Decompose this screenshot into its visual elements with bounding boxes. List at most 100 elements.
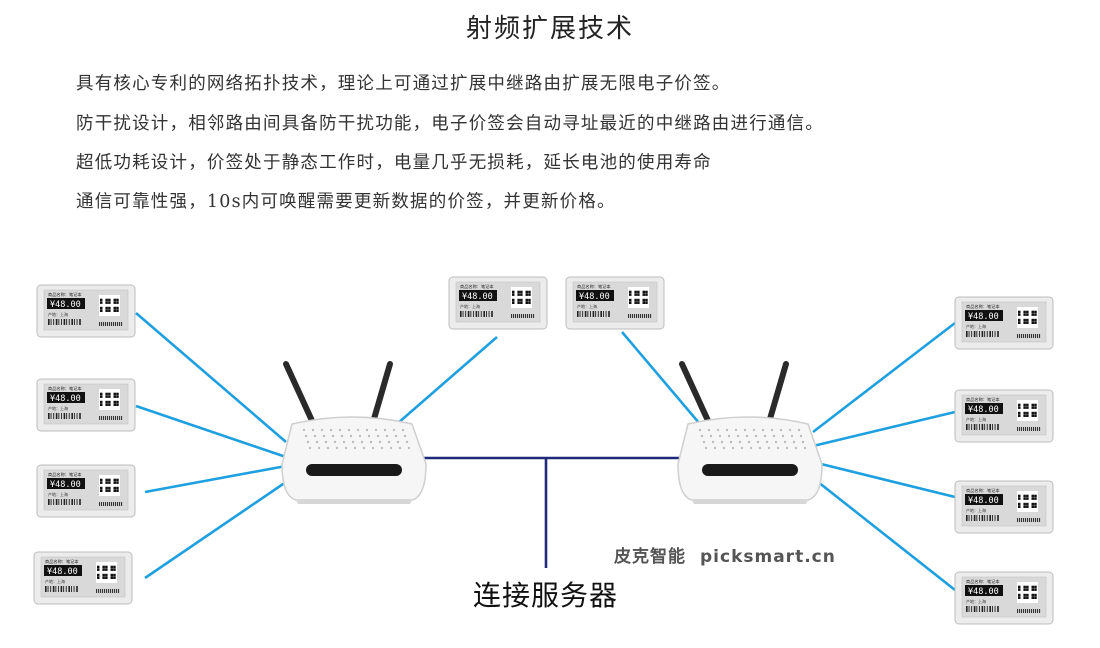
vent-hole [389,446,393,450]
barcode-bar [592,311,595,317]
barcode-bar [579,311,581,317]
barcode-bar [1027,609,1029,613]
vent-hole [754,434,758,438]
qr-code [1017,400,1038,421]
barcode-bar [53,499,55,505]
barcode-bar [66,499,68,505]
qr-module [105,306,108,310]
qr-module [642,298,645,302]
qr-module [1023,588,1026,591]
brand-en: picksmart.cn [700,547,836,567]
barcode-bar [976,424,978,430]
barcode-bar [103,502,105,506]
qr-module [1034,593,1037,597]
qr-code [511,287,532,308]
barcode-bar [71,586,72,592]
barcode-bar [1019,427,1021,431]
qr-module [1031,596,1034,599]
barcode-bar [644,314,646,318]
barcode-bar [515,314,517,318]
barcode-bar [55,499,58,505]
qr-module [1018,502,1021,506]
qr-module [1023,406,1026,409]
barcode-bar [113,502,115,506]
barcode-bar [595,311,597,317]
vent-hole [776,446,780,450]
qr-code [1017,307,1038,328]
tag-header: 商品名称：笔记本 [48,385,82,392]
qr-module [105,568,108,571]
qr-module [1026,310,1029,314]
qr-module [1034,414,1037,417]
qr-module [105,478,108,482]
barcode-bar [68,499,70,505]
qr-module [116,403,119,406]
qr-module [113,481,116,484]
barcode-bar [973,515,976,521]
qr-module [528,290,531,294]
qr-module [1018,321,1021,324]
barcode-bar [73,586,75,592]
barcode-bar [1031,518,1033,522]
description-line-3: 超低功耗设计，价签处于静态工作时，电量几乎无损耗，延长电池的使用寿命 [76,153,712,173]
vent-hole [340,434,344,438]
qr-module [528,301,531,304]
barcode-bar [109,322,111,326]
qr-module [1031,414,1034,417]
barcode-bar [68,586,70,592]
qr-module [1034,505,1037,508]
qr-module [634,298,637,302]
vent-hole [774,440,778,444]
barcode-bar [1033,609,1035,613]
qr-module [108,481,111,484]
qr-module [645,301,648,304]
vent-hole [374,428,378,432]
barcode-bar [48,499,50,505]
qr-module [1023,497,1026,500]
barcode-bar [1027,334,1029,338]
qr-module [642,293,645,296]
qr-module [113,306,116,310]
qr-module [113,309,116,312]
qr-module [108,395,111,398]
wireless-link [135,404,287,459]
barcode-bar [55,413,58,419]
qr-code [99,295,120,316]
barcode-bar [973,606,976,612]
barcode-bar [79,499,81,505]
qr-module [116,489,119,492]
qr-module [1034,497,1037,500]
qr-module [116,478,119,482]
qr-module [100,298,103,302]
barcode-bar [71,413,73,419]
qr-module [116,309,119,312]
qr-module [1031,505,1034,508]
qr-module [105,309,108,312]
tag-price: ¥48.00 [968,496,999,506]
qr-module [116,395,119,398]
barcode-bar [60,586,63,592]
qr-module [1026,313,1029,316]
vent-hole [729,440,733,444]
barcode-bar [608,311,610,317]
barcode-bar [984,515,986,521]
vent-hole [304,434,308,438]
tag-origin: 产地：上海 [48,491,68,497]
barcode-bar [488,311,490,317]
vent-hole [329,428,333,432]
barcode-bar [1035,427,1037,431]
barcode-bar [1035,334,1037,338]
tag-origin: 产地：上海 [48,405,68,411]
vent-hole [383,428,387,432]
barcode-bar [119,502,121,506]
barcode-bar [76,319,78,325]
barcode-bar [1021,334,1023,338]
barcode-bar [1029,334,1031,338]
tag-origin: 产地：上海 [48,311,68,317]
qr-module [525,298,528,302]
vent-hole [365,428,369,432]
barcode-bar [79,413,81,419]
barcode-bar [116,589,118,593]
